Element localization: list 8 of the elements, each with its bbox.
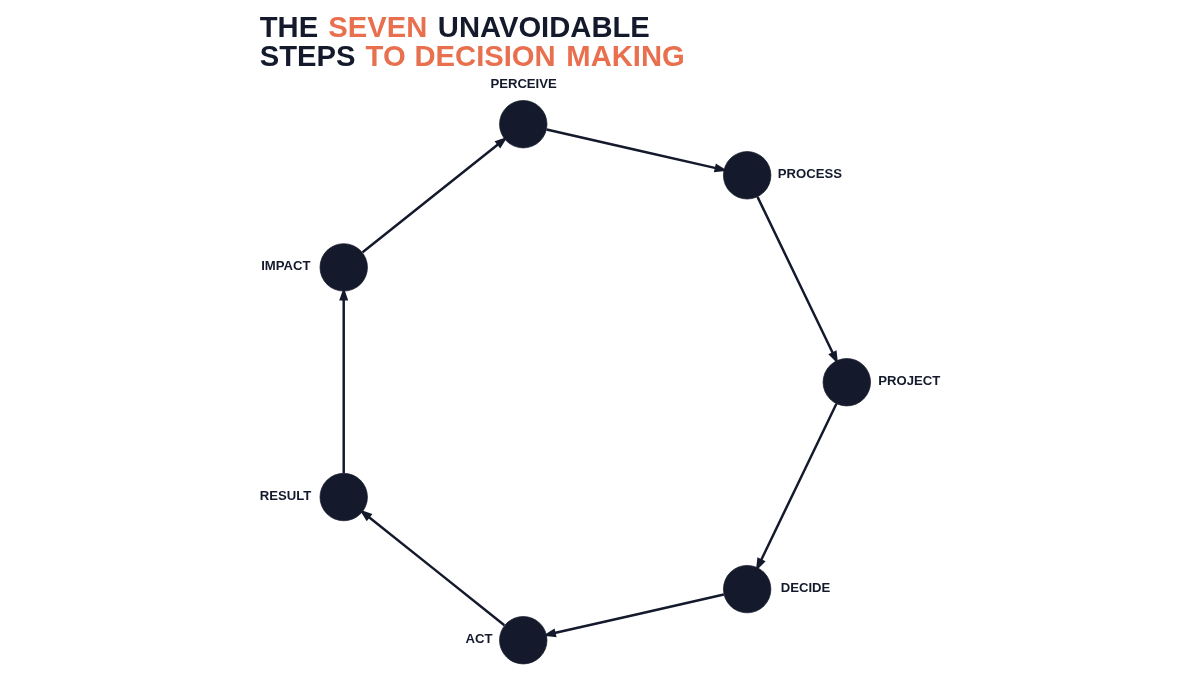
node-label: PROJECT <box>878 372 941 388</box>
node-label: ACT <box>465 630 493 646</box>
node-label: RESULT <box>259 487 312 503</box>
diagram-title: THE SEVEN UNAVOIDABLE STEPS TO DECISION MAKING <box>259 10 685 72</box>
node-label: IMPACT <box>261 257 311 273</box>
node-label: PERCEIVE <box>490 75 557 91</box>
node-label: DECIDE <box>780 579 831 595</box>
node-label: PROCESS <box>777 165 842 181</box>
